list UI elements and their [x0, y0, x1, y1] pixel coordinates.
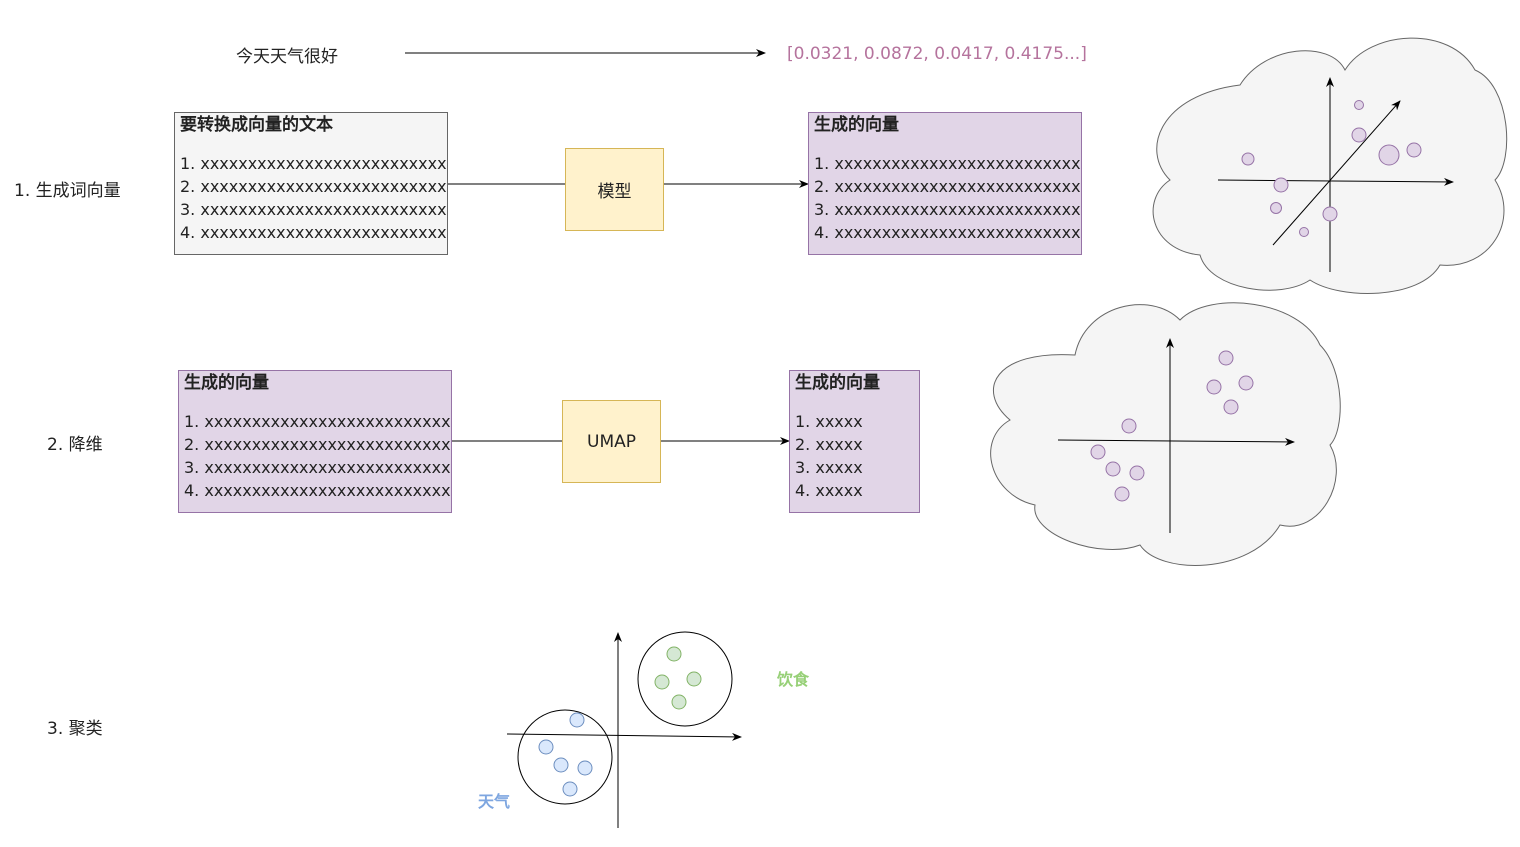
vector-point: [1299, 227, 1309, 237]
cluster-food-boundary: [637, 631, 733, 727]
list-item: 1. xxxxxxxxxxxxxxxxxxxxxxxxxx: [814, 154, 1081, 173]
list-item: 4. xxxxxxxxxxxxxxxxxxxxxxxxxx: [814, 223, 1081, 242]
vector-point: [1241, 152, 1255, 166]
model-box: 模型: [565, 148, 664, 231]
reduced-point: [1129, 465, 1145, 481]
reduced-point: [1121, 418, 1137, 434]
list-item: 3. xxxxxxxxxxxxxxxxxxxxxxxxxx: [184, 458, 451, 477]
z-axis: [1272, 100, 1401, 246]
list-item: 2. xxxxxxxxxxxxxxxxxxxxxxxxxx: [180, 177, 447, 196]
reduced-point: [1218, 350, 1234, 366]
list-item: 2. xxxxxxxxxxxxxxxxxxxxxxxxxx: [814, 177, 1081, 196]
list-item: 1. xxxxxxxxxxxxxxxxxxxxxxxxxx: [180, 154, 447, 173]
umap-label: UMAP: [587, 431, 636, 452]
vector-point: [1273, 177, 1289, 193]
vector-point: [1322, 206, 1338, 222]
vector-point: [1378, 144, 1400, 166]
vector-point: [1406, 142, 1422, 158]
x-axis: [1217, 177, 1454, 186]
reduced-point: [1223, 399, 1239, 415]
box-title: 生成的向量: [184, 373, 269, 393]
list-item: 2. xxxxx: [795, 435, 863, 454]
reduced-point: [1206, 379, 1222, 395]
weather-point: [577, 760, 593, 776]
list-item: 4. xxxxxxxxxxxxxxxxxxxxxxxxxx: [184, 481, 451, 500]
list-item: 3. xxxxxxxxxxxxxxxxxxxxxxxxxx: [180, 200, 447, 219]
weather-point: [553, 757, 569, 773]
cloud-2d-reduced-space: [990, 302, 1341, 566]
box-title: 生成的向量: [795, 373, 880, 393]
box-items: 1. xxxxxxxxxxxxxxxxxxxxxxxxxx 2. xxxxxxx…: [809, 152, 1081, 244]
model-label: 模型: [597, 182, 632, 202]
x-axis: [506, 732, 742, 741]
example-sentence: 今天天气很好: [236, 47, 338, 67]
step2-output-box: 生成的向量 1. xxxxx 2. xxxxx 3. xxxxx 4. xxxx…: [789, 370, 920, 513]
box-items: 1. xxxxxxxxxxxxxxxxxxxxxxxxxx 2. xxxxxxx…: [179, 410, 451, 502]
example-vector: [0.0321, 0.0872, 0.0417, 0.4175...]: [787, 44, 1087, 64]
step1-input-box: 要转换成向量的文本 1. xxxxxxxxxxxxxxxxxxxxxxxxxx …: [174, 112, 448, 255]
weather-point: [538, 739, 554, 755]
reduced-point: [1238, 375, 1254, 391]
step2-input-box: 生成的向量 1. xxxxxxxxxxxxxxxxxxxxxxxxxx 2. x…: [178, 370, 452, 513]
step-label-3: 3. 聚类: [47, 719, 103, 739]
step-label-1: 1. 生成词向量: [14, 181, 121, 201]
reduced-point: [1090, 444, 1106, 460]
vector-point: [1351, 127, 1367, 143]
weather-point: [562, 781, 578, 797]
vector-point: [1270, 202, 1282, 214]
x-axis: [1057, 437, 1295, 446]
weather-point: [569, 712, 585, 728]
food-point: [666, 646, 682, 662]
cluster-plot: [506, 631, 742, 828]
box-items: 1. xxxxxxxxxxxxxxxxxxxxxxxxxx 2. xxxxxxx…: [175, 152, 447, 244]
step-label-2: 2. 降维: [47, 435, 103, 455]
list-item: 4. xxxxxxxxxxxxxxxxxxxxxxxxxx: [180, 223, 447, 242]
box-title: 要转换成向量的文本: [180, 115, 333, 135]
cluster-food-label: 饮食: [777, 670, 810, 689]
step1-output-box: 生成的向量 1. xxxxxxxxxxxxxxxxxxxxxxxxxx 2. x…: [808, 112, 1082, 255]
box-title: 生成的向量: [814, 115, 899, 135]
list-item: 1. xxxxxxxxxxxxxxxxxxxxxxxxxx: [184, 412, 451, 431]
food-point: [654, 674, 670, 690]
cluster-weather-label: 天气: [478, 792, 511, 811]
food-point: [686, 671, 702, 687]
vector-point: [1354, 100, 1364, 110]
box-items: 1. xxxxx 2. xxxxx 3. xxxxx 4. xxxxx: [790, 410, 919, 502]
list-item: 3. xxxxxxxxxxxxxxxxxxxxxxxxxx: [814, 200, 1081, 219]
food-point: [671, 694, 687, 710]
reduced-point: [1105, 461, 1121, 477]
umap-box: UMAP: [562, 400, 661, 483]
list-item: 2. xxxxxxxxxxxxxxxxxxxxxxxxxx: [184, 435, 451, 454]
list-item: 4. xxxxx: [795, 481, 863, 500]
list-item: 3. xxxxx: [795, 458, 863, 477]
cloud-3d-vector-space: [1152, 37, 1508, 294]
reduced-point: [1114, 486, 1130, 502]
cluster-weather-boundary: [517, 709, 613, 805]
cloud-shape: [990, 302, 1341, 566]
list-item: 1. xxxxx: [795, 412, 863, 431]
